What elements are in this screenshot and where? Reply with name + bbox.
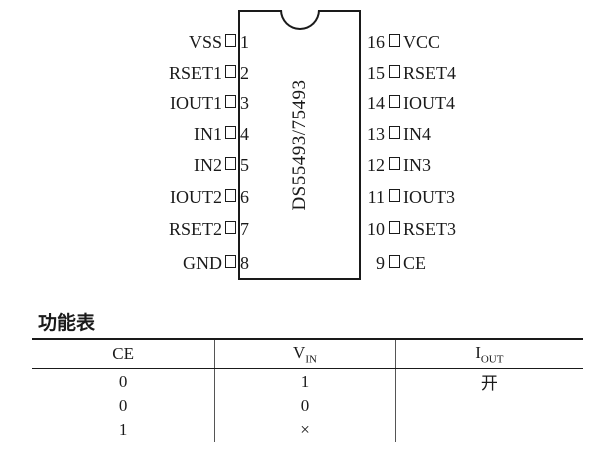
- pin-name: RSET4: [403, 62, 457, 83]
- pin-pad: [225, 220, 236, 234]
- pin-name: RSET2: [168, 218, 222, 239]
- cell-vin: 0: [214, 394, 396, 418]
- ic-pinout-diagram: DS55493/75493 VSS 1 RSET1 2 IOUT1 3 IN1 4 IN…: [168, 10, 457, 280]
- cell-iout: [395, 418, 583, 442]
- pin-pad: [389, 125, 400, 139]
- pin-number: 2: [240, 62, 249, 83]
- pin-pad: [225, 33, 236, 47]
- pin-pad: [225, 125, 236, 139]
- pin-number: 14: [367, 92, 385, 113]
- header-vin-sub: IN: [305, 353, 317, 366]
- table-row: 0 0: [32, 394, 583, 418]
- pin-pad: [389, 33, 400, 47]
- header-vin: VIN: [214, 338, 396, 369]
- header-vin-main: V: [293, 342, 306, 362]
- pin-right-9: 9 CE: [361, 250, 427, 273]
- header-iout-sub: OUT: [480, 353, 504, 366]
- pin-name: IOUT1: [170, 92, 222, 113]
- cell-ce: 0: [32, 368, 216, 394]
- header-iout-main: I: [475, 342, 481, 362]
- pin-name: IN3: [403, 154, 431, 175]
- pin-pad: [225, 188, 236, 202]
- pin-pad: [389, 64, 400, 78]
- pin-number: 9: [376, 252, 385, 273]
- pin-number: 6: [240, 186, 249, 207]
- pin-name: IN2: [194, 154, 222, 175]
- part-number-label: DS55493/75493: [288, 79, 310, 211]
- pin-left-4: IN1 4: [194, 121, 256, 144]
- pin-number: 16: [367, 31, 385, 52]
- pin-right-14: 14 IOUT4: [361, 90, 455, 113]
- header-iout: IOUT: [395, 338, 583, 369]
- pin-name: RSET3: [403, 218, 457, 239]
- ic-package-body: DS55493/75493: [238, 10, 361, 280]
- header-ce: CE: [32, 338, 216, 369]
- pin-pad: [389, 156, 400, 170]
- cell-ce: 1: [32, 418, 216, 442]
- pin-pad: [389, 188, 400, 202]
- pin-left-6: IOUT2 6: [170, 184, 256, 207]
- cell-vin: 1: [214, 368, 396, 394]
- pin-number: 10: [367, 218, 385, 239]
- pin-left-3: IOUT1 3: [170, 90, 256, 113]
- pin-number: 5: [240, 154, 249, 175]
- pin-right-11: 11 IOUT3: [361, 184, 455, 207]
- pin-name: IOUT2: [170, 186, 222, 207]
- pin-left-5: IN2 5: [194, 152, 256, 175]
- pin-pad: [225, 254, 236, 268]
- cell-vin: ×: [214, 418, 396, 442]
- cell-iout: 开: [480, 374, 498, 393]
- pin-number: 4: [240, 123, 249, 144]
- pin-name: GND: [183, 252, 222, 273]
- pin-left-7: RSET2 7: [168, 216, 256, 239]
- pin-pad: [225, 94, 236, 108]
- pin-number: 8: [240, 252, 249, 273]
- pin-name: IN1: [194, 123, 222, 144]
- function-table-title: 功能表: [38, 312, 96, 334]
- pin-number: 3: [240, 92, 249, 113]
- pin-pad: [389, 94, 400, 108]
- pin-right-10: 10 RSET3: [361, 216, 457, 239]
- pin-number: 13: [367, 123, 385, 144]
- pin-name: IOUT3: [403, 186, 455, 207]
- table-row: 1 ×: [32, 418, 583, 442]
- cell-iout: [395, 394, 583, 418]
- pin-left-1: VSS 1: [188, 29, 256, 52]
- pin-left-2: RSET1 2: [168, 60, 256, 83]
- cell-ce: 0: [32, 394, 216, 418]
- pin-name: IN4: [403, 123, 431, 144]
- pin1-notch: [280, 10, 320, 30]
- pin-number: 7: [240, 218, 249, 239]
- function-table: CE VIN IOUT 0 1 开 0 0 1 ×: [32, 338, 583, 442]
- pin-name: IOUT4: [403, 92, 455, 113]
- pin-number: 11: [367, 186, 385, 207]
- pin-right-15: 15 RSET4: [361, 60, 457, 83]
- pin-number: 1: [240, 31, 249, 52]
- pin-pad: [389, 220, 400, 234]
- pin-pad: [225, 64, 236, 78]
- pin-number: 15: [367, 62, 385, 83]
- table-row: 0 1 开: [32, 368, 583, 394]
- pin-left-8: GND 8: [183, 250, 256, 273]
- pin-pad: [389, 254, 400, 268]
- pin-pad: [225, 156, 236, 170]
- pin-name: VCC: [403, 31, 441, 52]
- pin-right-16: 16 VCC: [361, 29, 441, 52]
- pin-right-12: 12 IN3: [361, 152, 431, 175]
- pin-name: VSS: [188, 31, 222, 52]
- pin-number: 12: [367, 154, 385, 175]
- pin-name: RSET1: [168, 62, 222, 83]
- pin-right-13: 13 IN4: [361, 121, 431, 144]
- pin-name: CE: [403, 252, 427, 273]
- table-header-row: CE VIN IOUT: [32, 338, 583, 369]
